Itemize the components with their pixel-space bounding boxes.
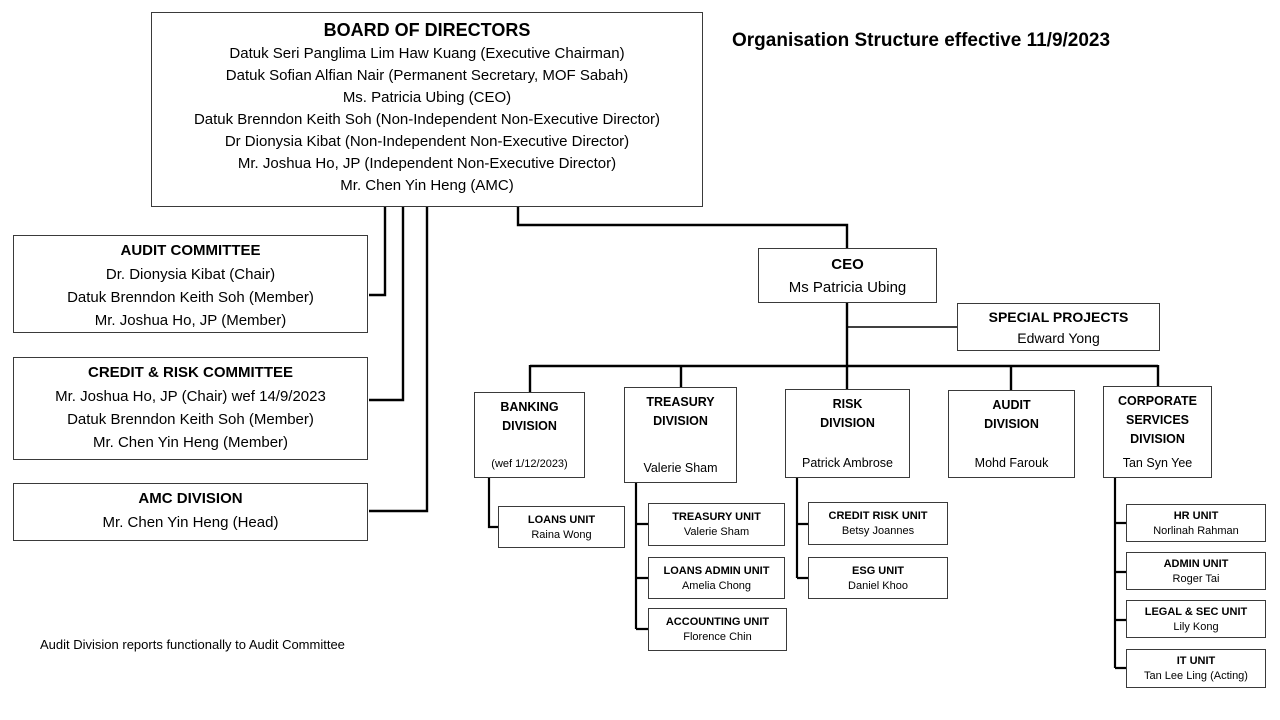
legal-sec-unit-box: LEGAL & SEC UNIT Lily Kong	[1126, 600, 1266, 638]
board-member: Datuk Sofian Alfian Nair (Permanent Secr…	[225, 67, 629, 84]
corporate-services-division-title: CORPORATE SERVICES DIVISION	[1118, 394, 1197, 446]
audit-division-head: Mohd Farouk	[974, 456, 1049, 470]
it-unit-box: IT UNIT Tan Lee Ling (Acting)	[1126, 649, 1266, 688]
risk-division-title: RISK DIVISION	[820, 397, 875, 430]
treasury-division-box: TREASURY DIVISION Valerie Sham	[624, 387, 737, 483]
connector-board-to-ceo	[516, 207, 849, 248]
committee-member: Mr. Chen Yin Heng (Member)	[92, 434, 289, 451]
special-projects-box: SPECIAL PROJECTS Edward Yong	[957, 303, 1160, 351]
loans-unit-title: LOANS UNIT	[527, 513, 596, 526]
hr-unit-head: Norlinah Rahman	[1153, 524, 1239, 537]
treasury-unit-box: TREASURY UNIT Valerie Sham	[648, 503, 785, 546]
board-member: Datuk Brenndon Keith Soh (Non-Independen…	[193, 111, 661, 128]
audit-division-title: AUDIT DIVISION	[984, 398, 1039, 431]
loans-admin-unit-box: LOANS ADMIN UNIT Amelia Chong	[648, 557, 785, 599]
loans-unit-box: LOANS UNIT Raina Wong	[498, 506, 625, 548]
connector-corporate-units	[1113, 478, 1126, 670]
board-member: Mr. Joshua Ho, JP (Independent Non-Execu…	[237, 155, 617, 172]
banking-division-box: BANKING DIVISION (wef 1/12/2023)	[474, 392, 585, 478]
legal-sec-unit-head: Lily Kong	[1173, 620, 1219, 633]
board-member: Datuk Seri Panglima Lim Haw Kuang (Execu…	[229, 45, 625, 62]
board-of-directors-box: BOARD OF DIRECTORS Datuk Seri Panglima L…	[151, 12, 703, 207]
amc-division-title: AMC DIVISION	[138, 490, 243, 507]
esg-unit-box: ESG UNIT Daniel Khoo	[808, 557, 948, 599]
banking-division-title: BANKING DIVISION	[500, 400, 559, 433]
banking-division-note: (wef 1/12/2023)	[491, 458, 568, 470]
hr-unit-title: HR UNIT	[1173, 509, 1219, 522]
treasury-unit-title: TREASURY UNIT	[672, 511, 761, 523]
it-unit-title: IT UNIT	[1176, 655, 1216, 667]
credit-risk-unit-title: CREDIT RISK UNIT	[828, 510, 928, 522]
esg-unit-title: ESG UNIT	[852, 564, 904, 577]
credit-risk-committee-box: CREDIT & RISK COMMITTEE Mr. Joshua Ho, J…	[13, 357, 368, 460]
treasury-division-head: Valerie Sham	[643, 461, 718, 475]
connector-board-to-committees	[369, 207, 429, 513]
board-member: Dr Dionysia Kibat (Non-Independent Non-E…	[224, 133, 630, 150]
page-title: Organisation Structure effective 11/9/20…	[732, 30, 1111, 51]
loans-admin-unit-title: LOANS ADMIN UNIT	[663, 564, 770, 577]
committee-member: Mr. Joshua Ho, JP (Member)	[94, 312, 287, 329]
esg-unit-head: Daniel Khoo	[848, 579, 908, 592]
board-title: BOARD OF DIRECTORS	[323, 20, 531, 40]
connector-risk-units	[795, 478, 808, 580]
admin-unit-head: Roger Tai	[1172, 572, 1220, 585]
credit-risk-unit-box: CREDIT RISK UNIT Betsy Joannes	[808, 502, 948, 545]
committee-member: Datuk Brenndon Keith Soh (Member)	[67, 289, 314, 306]
treasury-unit-head: Valerie Sham	[683, 526, 750, 538]
committee-member: Dr. Dionysia Kibat (Chair)	[105, 266, 276, 283]
ceo-box: CEO Ms Patricia Ubing	[758, 248, 937, 303]
special-projects-name: Edward Yong	[1017, 330, 1100, 346]
it-unit-head: Tan Lee Ling (Acting)	[1144, 670, 1248, 682]
footnote: Audit Division reports functionally to A…	[40, 637, 345, 652]
accounting-unit-title: ACCOUNTING UNIT	[665, 616, 770, 628]
risk-division-box: RISK DIVISION Patrick Ambrose	[785, 389, 910, 478]
audit-division-box: AUDIT DIVISION Mohd Farouk	[948, 390, 1075, 478]
audit-committee-title: AUDIT COMMITTEE	[120, 242, 261, 259]
credit-risk-committee-title: CREDIT & RISK COMMITTEE	[88, 364, 293, 381]
legal-sec-unit-title: LEGAL & SEC UNIT	[1144, 605, 1248, 618]
admin-unit-title: ADMIN UNIT	[1163, 557, 1229, 570]
loans-admin-unit-head: Amelia Chong	[681, 579, 752, 592]
risk-division-head: Patrick Ambrose	[801, 456, 893, 470]
corporate-services-division-head: Tan Syn Yee	[1122, 456, 1193, 470]
connector-treasury-units	[634, 483, 648, 631]
connector-banking-units	[487, 478, 498, 529]
accounting-unit-box: ACCOUNTING UNIT Florence Chin	[648, 608, 787, 651]
accounting-unit-head: Florence Chin	[683, 631, 752, 643]
hr-unit-box: HR UNIT Norlinah Rahman	[1126, 504, 1266, 542]
board-member: Mr. Chen Yin Heng (AMC)	[340, 177, 514, 194]
audit-committee-box: AUDIT COMMITTEE Dr. Dionysia Kibat (Chai…	[13, 235, 368, 333]
admin-unit-box: ADMIN UNIT Roger Tai	[1126, 552, 1266, 590]
connector-division-bus	[528, 364, 1160, 392]
committee-member: Mr. Joshua Ho, JP (Chair) wef 14/9/2023	[55, 388, 326, 405]
amc-division-head: Mr. Chen Yin Heng (Head)	[102, 514, 279, 531]
loans-unit-head: Raina Wong	[531, 528, 592, 541]
ceo-title: CEO	[831, 256, 864, 273]
ceo-name: Ms Patricia Ubing	[788, 279, 907, 296]
committee-member: Datuk Brenndon Keith Soh (Member)	[67, 411, 314, 428]
credit-risk-unit-head: Betsy Joannes	[841, 525, 915, 537]
amc-division-box: AMC DIVISION Mr. Chen Yin Heng (Head)	[13, 483, 368, 541]
treasury-division-title: TREASURY DIVISION	[646, 395, 715, 428]
corporate-services-division-box: CORPORATE SERVICES DIVISION Tan Syn Yee	[1103, 386, 1212, 478]
board-member: Ms. Patricia Ubing (CEO)	[342, 89, 512, 106]
special-projects-title: SPECIAL PROJECTS	[988, 309, 1129, 325]
